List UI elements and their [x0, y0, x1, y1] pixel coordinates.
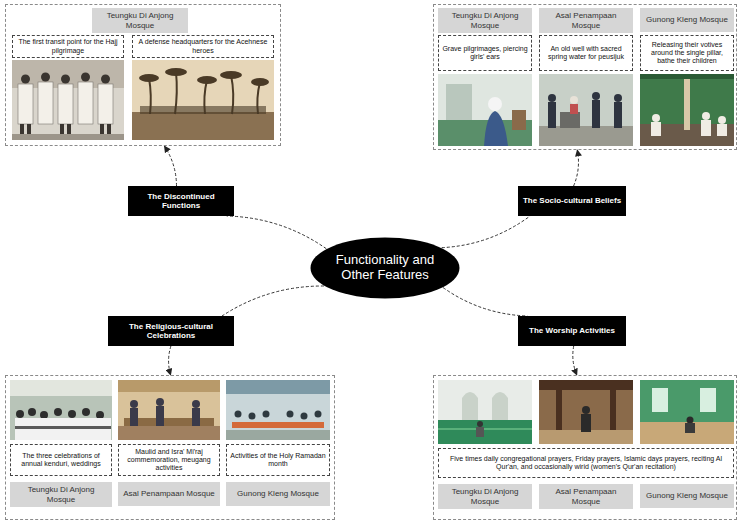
dashed-connector: [169, 346, 171, 375]
node-text: Releasing their votives around the singl…: [644, 41, 730, 65]
node-text: The Worship Activities: [529, 326, 615, 335]
photo: [539, 74, 633, 146]
node-text: A defense headquarters for the Acehnese …: [136, 38, 270, 54]
photo: [640, 74, 734, 146]
node-text: An old well with sacred spring water for…: [543, 45, 629, 61]
photo: [118, 380, 220, 440]
mosque-label: Gunong Kleng Mosque: [226, 482, 330, 506]
photo: [10, 380, 112, 440]
node-text: Activities of the Holy Ramadan month: [230, 452, 326, 468]
node-text: Gunong Kleng Mosque: [237, 489, 319, 498]
caption-box: The three celebrations of annual kenduri…: [10, 444, 112, 476]
node-text: The three celebrations of annual kenduri…: [14, 452, 108, 468]
photo: [438, 74, 532, 146]
photo: [12, 60, 124, 140]
dashed-panel: Teungku Di Anjong Mosque Asal Penampaan M…: [433, 4, 737, 150]
dashed-connector: [222, 286, 324, 316]
node-text: Teungku Di Anjong Mosque: [441, 11, 529, 29]
node-text: Asal Penampaan Mosque: [542, 11, 630, 29]
mosque-label: Gunong Kleng Mosque: [640, 8, 734, 32]
node-text: Asal Penampaan Mosque: [123, 489, 215, 498]
caption-box: Activities of the Holy Ramadan month: [226, 444, 330, 476]
central-ellipse: Functionality and Other Features: [310, 237, 460, 299]
photo: [438, 380, 532, 444]
mosque-label: Asal Penampaan Mosque: [118, 482, 220, 506]
mosque-label: Gunong Kleng Mosque: [640, 484, 734, 508]
dashed-connector: [442, 216, 530, 248]
photo: [640, 380, 734, 444]
mosque-label: Teungku Di Anjong Mosque: [438, 484, 532, 509]
photo: [226, 380, 330, 440]
dashed-connector: [164, 146, 176, 186]
caption-box: A defense headquarters for the Acehnese …: [132, 35, 274, 58]
dashed-connector: [574, 150, 579, 186]
caption-box: An old well with sacred spring water for…: [539, 35, 633, 71]
category-box: The Worship Activities: [518, 316, 626, 346]
category-box: The Religious-cultural Celebrations: [108, 316, 234, 346]
mosque-label: Asal Penampaan Mosque: [539, 484, 633, 509]
node-text: Teungku Di Anjong Mosque: [441, 487, 529, 505]
caption-box: Releasing their votives around the singl…: [640, 35, 734, 71]
mosque-label: Teungku Di Anjong Mosque: [10, 482, 112, 507]
node-text: Teungku Di Anjong Mosque: [95, 11, 185, 29]
photo: [132, 60, 274, 140]
mosque-label: Teungku Di Anjong Mosque: [438, 8, 532, 33]
node-text: Functionality and Other Features: [329, 253, 441, 283]
node-text: The first transit point for the Hajj pil…: [16, 38, 120, 54]
node-text: The Religious-cultural Celebrations: [112, 322, 230, 340]
node-text: Teungku Di Anjong Mosque: [13, 485, 109, 503]
category-box: The Discontinued Functions: [128, 186, 234, 216]
node-text: Five times daily congregational prayers,…: [442, 455, 730, 471]
mosque-label: Teungku Di Anjong Mosque: [92, 8, 188, 33]
dashed-panel: The three celebrations of annual kenduri…: [5, 375, 335, 520]
node-text: Maulid and Isra' Mi'raj commemoration, m…: [122, 448, 216, 472]
mosque-label: Asal Penampaan Mosque: [539, 8, 633, 33]
caption-box: Grave pilgrimages, piercing girls' ears: [438, 35, 532, 71]
dashed-connector: [573, 346, 577, 375]
caption-box: The first transit point for the Hajj pil…: [12, 35, 124, 58]
node-text: Gunong Kleng Mosque: [646, 491, 728, 500]
caption-box: Five times daily congregational prayers,…: [438, 448, 734, 478]
dashed-connector: [443, 288, 527, 316]
dashed-connector: [227, 216, 327, 249]
node-text: Asal Penampaan Mosque: [542, 487, 630, 505]
photo: [539, 380, 633, 444]
dashed-panel: Teungku Di Anjong MosqueThe first transi…: [5, 4, 281, 146]
dashed-panel: Five times daily congregational prayers,…: [433, 375, 737, 520]
node-text: Grave pilgrimages, piercing girls' ears: [442, 45, 528, 61]
node-text: The Socio-cultural Beliefs: [523, 196, 621, 205]
node-text: Gunong Kleng Mosque: [646, 15, 728, 24]
category-box: The Socio-cultural Beliefs: [518, 186, 626, 216]
node-text: The Discontinued Functions: [132, 192, 230, 210]
caption-box: Maulid and Isra' Mi'raj commemoration, m…: [118, 444, 220, 476]
